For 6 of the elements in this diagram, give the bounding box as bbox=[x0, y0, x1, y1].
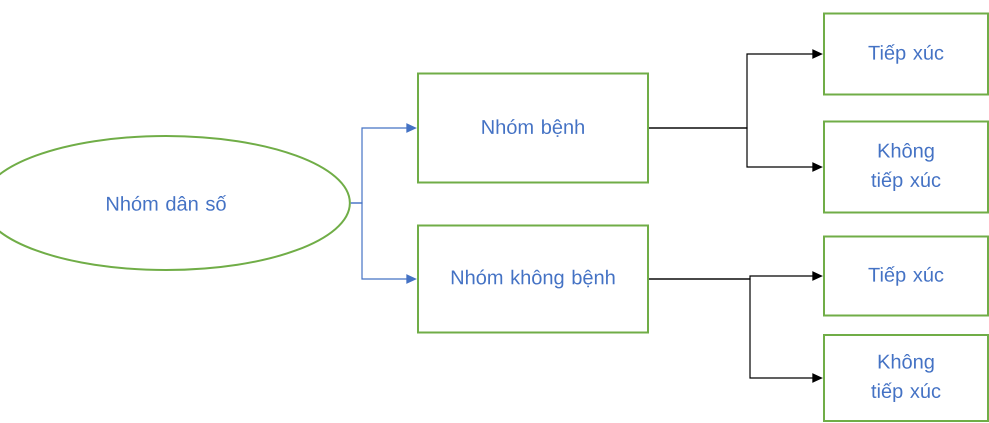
group-box: Nhóm không bệnh bbox=[417, 224, 649, 334]
group-box: Tiếp xúc bbox=[823, 236, 989, 316]
group-box: Tiếp xúc bbox=[823, 12, 989, 96]
group-box: Không tiếp xúc bbox=[823, 120, 989, 214]
group-box: Không tiếp xúc bbox=[823, 334, 989, 422]
group-box: Nhóm bệnh bbox=[417, 72, 649, 184]
